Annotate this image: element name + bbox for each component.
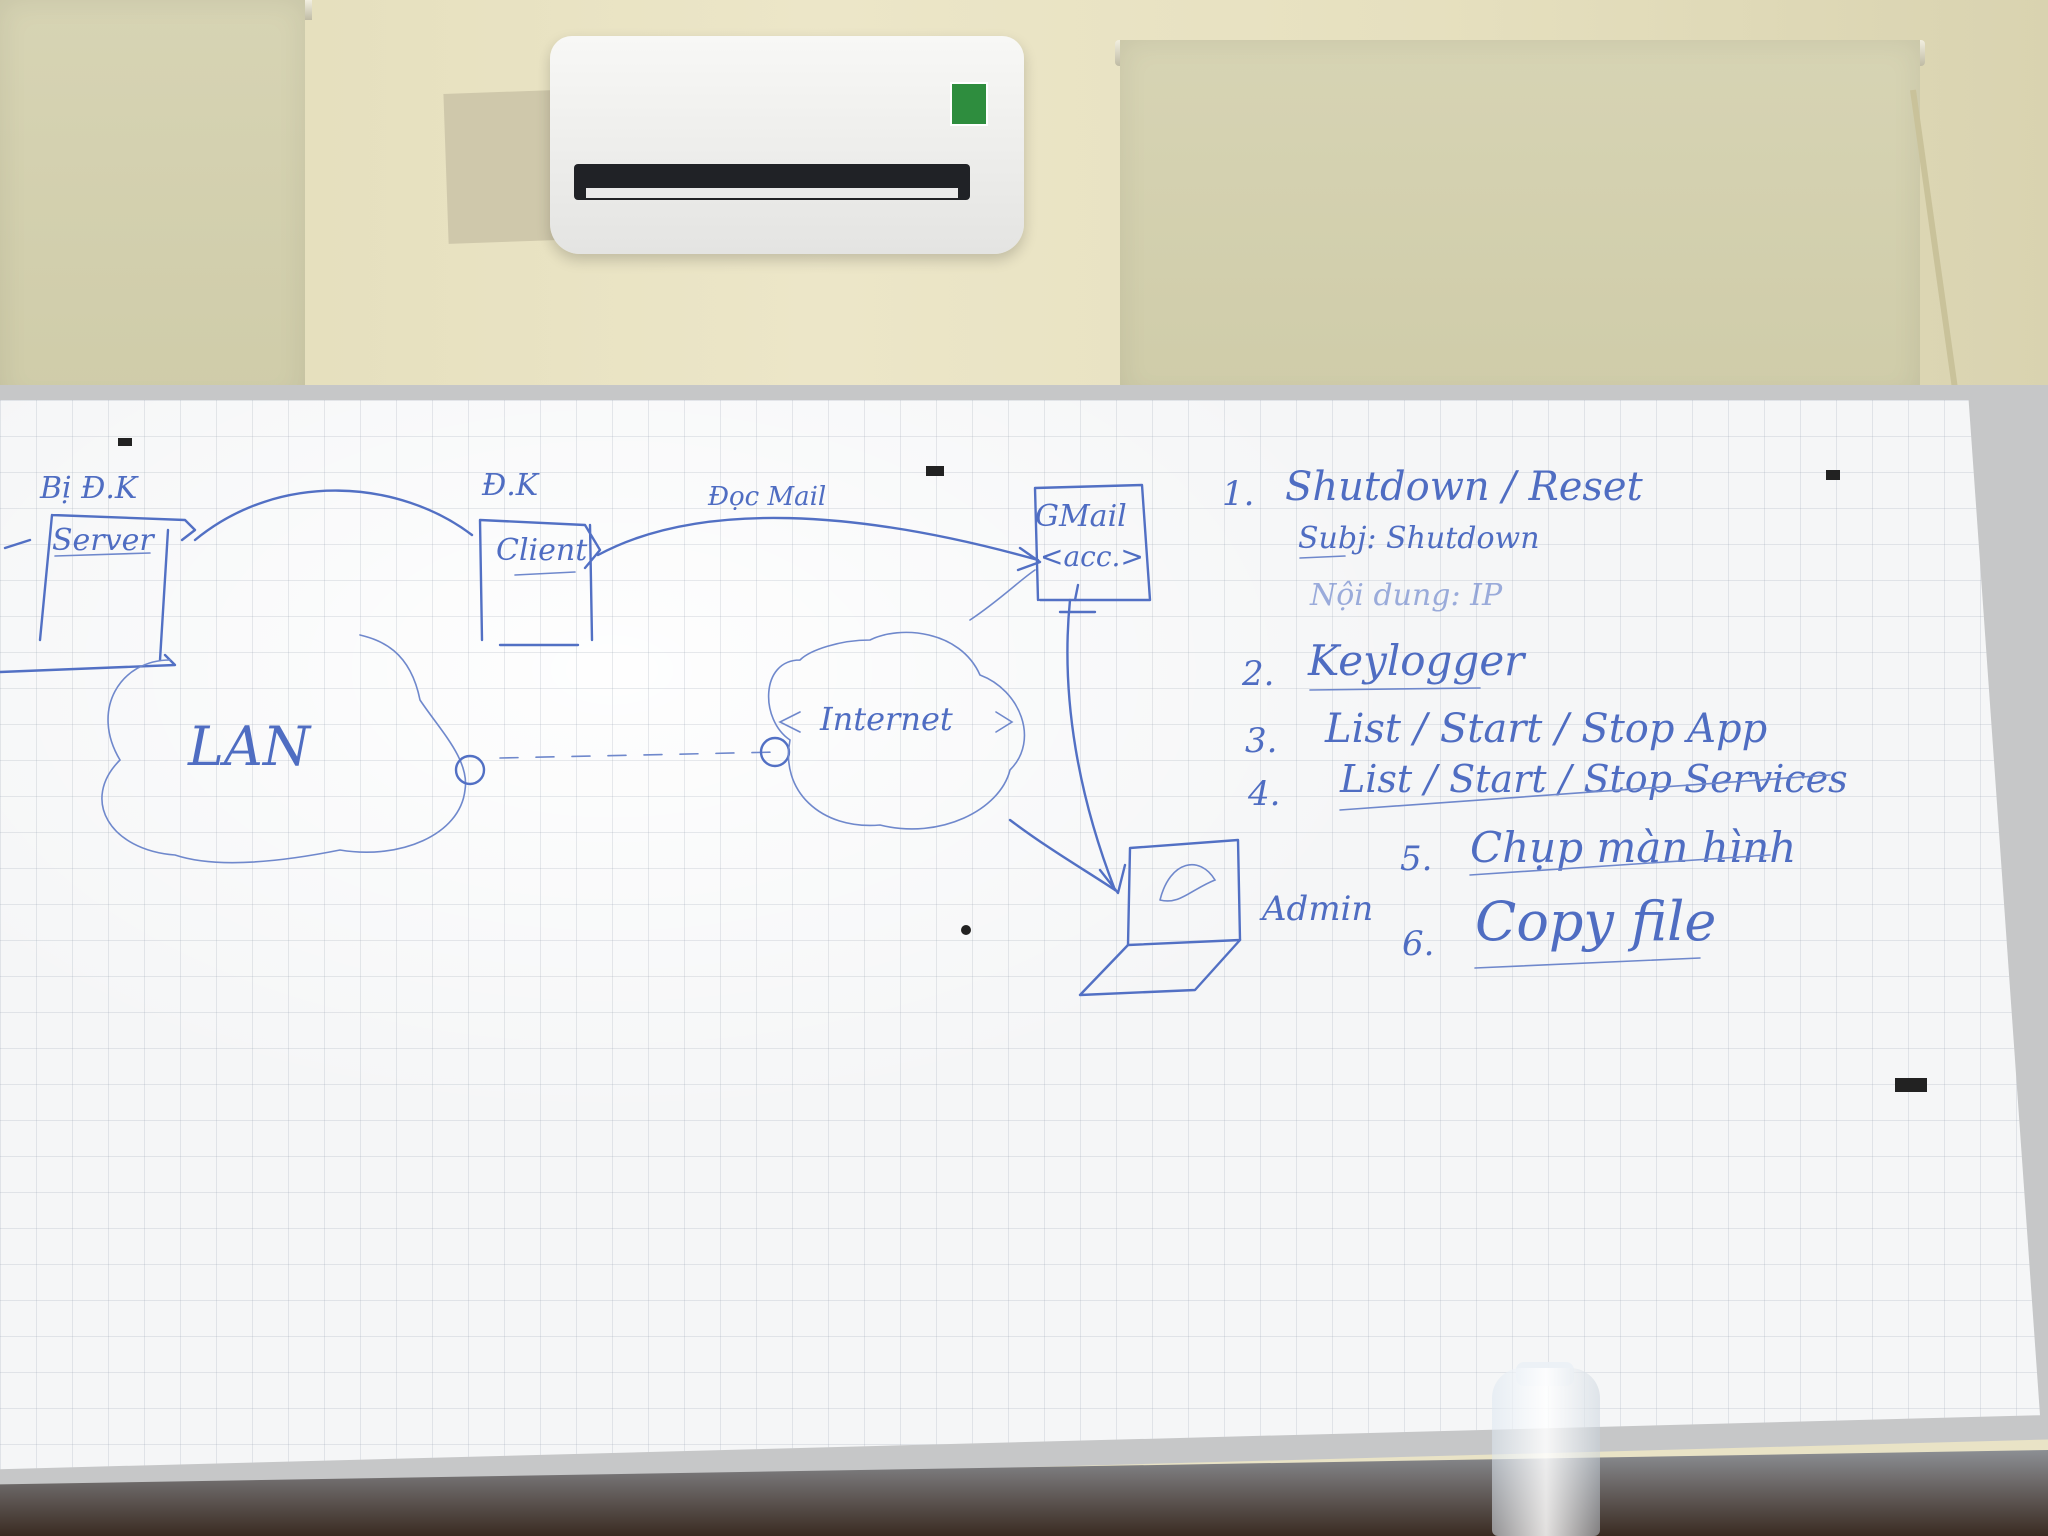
window-blind-right xyxy=(1120,40,1920,400)
client-top-label: Đ.K xyxy=(481,468,540,503)
window-blind-left xyxy=(0,0,305,405)
task-4-number: 4. xyxy=(1247,774,1280,814)
task-3-number: 3. xyxy=(1245,721,1277,761)
gmail-title: GMail xyxy=(1035,499,1127,534)
server-box: Server Bị Đ.K xyxy=(0,471,197,674)
client-box: Client Đ.K xyxy=(478,468,602,647)
admin-laptop-icon xyxy=(1078,838,1242,997)
gmail-admin-arrow xyxy=(1066,598,1127,895)
task-2-text: Keylogger xyxy=(1307,636,1527,685)
task-6-text: Copy file xyxy=(1475,890,1716,953)
internet-admin-arrow xyxy=(1008,818,1117,892)
lan-internet-link xyxy=(499,751,781,759)
task-1-subject: Subj: Shutdown xyxy=(1298,521,1540,556)
whiteboard xyxy=(0,400,2040,1470)
lan-label: LAN xyxy=(187,715,312,778)
task-2-number: 2. xyxy=(1241,654,1274,694)
client-label: Client xyxy=(496,533,588,568)
task-list: 1. Shutdown / Reset Subj: Shutdown Nội d… xyxy=(1222,464,1848,969)
lan-cloud xyxy=(101,634,467,864)
router-left-icon xyxy=(454,754,486,786)
client-gmail-arrow xyxy=(596,516,1042,572)
task-3-text: List / Start / Stop App xyxy=(1324,706,1767,752)
air-conditioner-louver xyxy=(586,188,958,198)
air-conditioner xyxy=(550,36,1024,254)
marker-smudge xyxy=(961,925,971,935)
marker-smudge xyxy=(926,466,944,476)
internet-cloud xyxy=(767,631,1026,830)
server-top-label: Bị Đ.K xyxy=(39,471,139,506)
admin-label: Admin xyxy=(1259,889,1373,929)
energy-label-sticker xyxy=(950,82,988,126)
water-bottle xyxy=(1492,1368,1600,1536)
task-6-number: 6. xyxy=(1402,924,1434,964)
internet-gmail-line xyxy=(969,569,1036,621)
marker-smudge xyxy=(1826,470,1840,480)
task-1-text: Shutdown / Reset xyxy=(1285,464,1644,510)
server-label: Server xyxy=(52,523,155,558)
task-1-content: Nội dung: IP xyxy=(1309,578,1503,613)
marker-smudge xyxy=(118,438,132,446)
mail-label: Đọc Mail xyxy=(707,482,826,512)
internet-label: Internet xyxy=(819,700,953,738)
server-client-arrow xyxy=(193,489,474,542)
task-1-number: 1. xyxy=(1222,474,1254,514)
gmail-box: GMail <acc.> xyxy=(1033,483,1152,614)
gmail-sub: <acc.> xyxy=(1040,540,1144,573)
task-5-number: 5. xyxy=(1400,839,1432,879)
marker-smudge xyxy=(1895,1078,1927,1092)
